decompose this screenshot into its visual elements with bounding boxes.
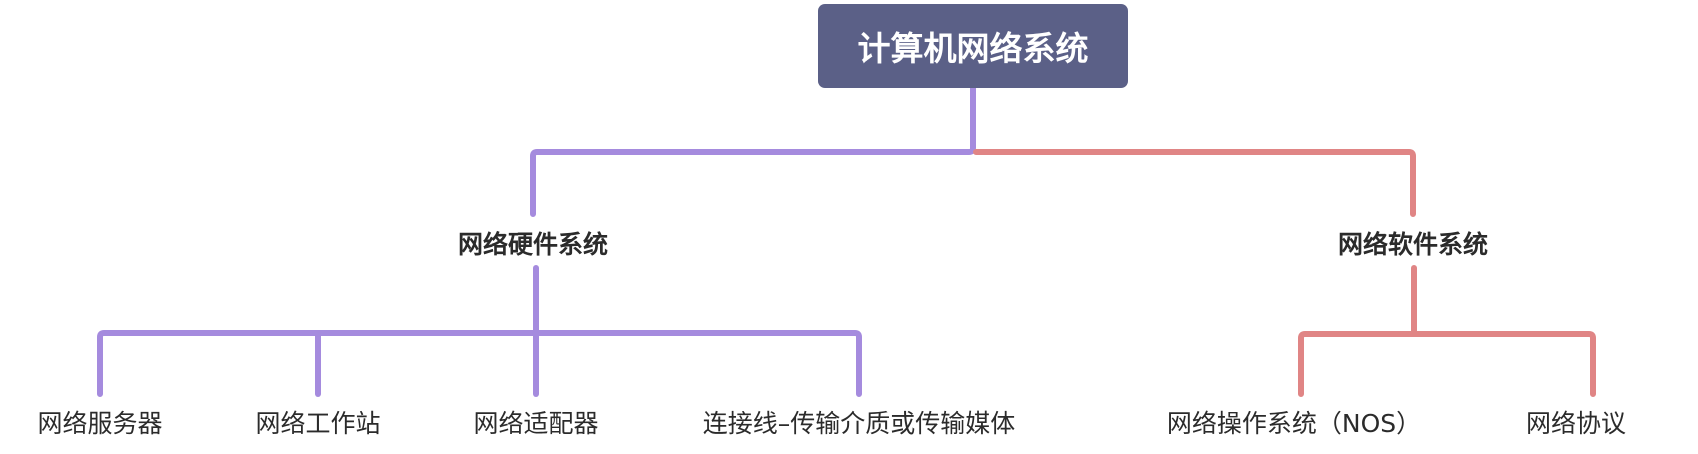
leaf-node-network-workstation[interactable]: 网络工作站 (255, 409, 381, 438)
root-node[interactable]: 计算机网络系统 (818, 4, 1128, 88)
leaf-node-network-protocol[interactable]: 网络协议 (1525, 409, 1627, 438)
leaf-node-network-adapter[interactable]: 网络适配器 (473, 409, 599, 438)
connector-hardware-bus (97, 330, 862, 397)
leaf-node-transmission-media[interactable]: 连接线–传输介质或传输媒体 (702, 409, 1016, 438)
branch-node-software[interactable]: 网络软件系统 (1337, 230, 1489, 259)
leaf-node-network-server[interactable]: 网络服务器 (37, 409, 163, 438)
connector-root-to-hardware (530, 85, 976, 217)
connector-software-bus (1298, 331, 1596, 397)
leaf-node-network-os[interactable]: 网络操作系统（NOS） (1166, 409, 1422, 438)
root-node-label: 计算机网络系统 (857, 29, 1089, 68)
connector-root-to-software (973, 149, 1416, 217)
branch-node-hardware[interactable]: 网络硬件系统 (457, 230, 609, 259)
